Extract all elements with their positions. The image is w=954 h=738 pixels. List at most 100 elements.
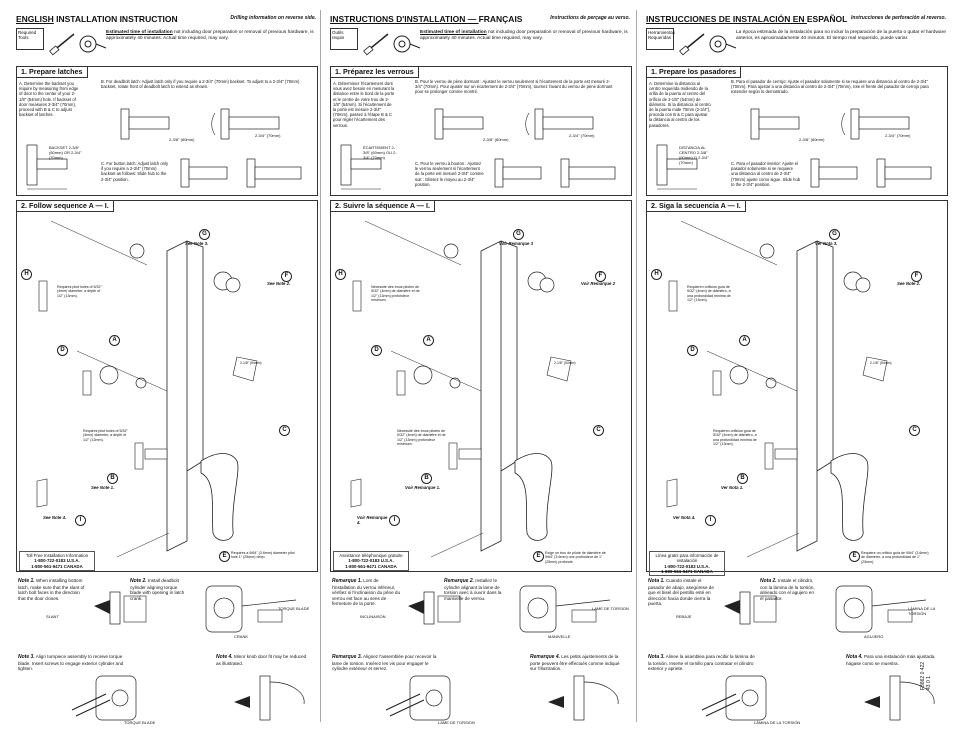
note-1: Note 1. When installing bottom latch, ma… — [18, 578, 85, 601]
see-note-2: See Note 2. — [267, 281, 291, 286]
callout-g: G — [829, 229, 840, 240]
drill-note-e: Exige un trou de pilote de diamètre de 9… — [545, 551, 606, 564]
title-rest: ESPAÑOL — [806, 14, 848, 24]
note-3: Nota 3. Alinee la asamblea para recibir … — [648, 654, 755, 672]
column-divider — [320, 10, 321, 722]
button-latch-diagram — [180, 158, 302, 188]
callout-g: G — [513, 229, 524, 240]
phone-usa: 1-800-722-0183 U.S.A. — [34, 558, 80, 564]
install-time-text: Estimated time of installation not inclu… — [420, 30, 628, 41]
callout-a: A — [109, 335, 120, 346]
callout-i: I — [389, 515, 400, 526]
see-note-2: Voir Remarque 2 — [581, 281, 615, 286]
pilot-hole-note-top: Requieren orificios guía de 5/32" (4mm) … — [687, 285, 731, 303]
phone-canada: 1-800-561-9471 CANADA — [31, 563, 83, 569]
note-2: Note 2. Install deadbolt cylinder aligni… — [130, 578, 185, 601]
required-tools-label: Herramientas Requeridas — [646, 28, 675, 50]
section-prepare-latches: 1. Préparez les verrous A. Déterminez l'… — [330, 66, 632, 196]
knob-fit-diagram — [234, 675, 305, 721]
section-prepare-latches: 1. Prepare los pasadores A. Determine la… — [646, 66, 948, 196]
crank-label: CRANK — [234, 634, 249, 639]
section-title: 1. Préparez les verrous — [331, 67, 419, 78]
step-a-text: A. Determine the backset you require by … — [19, 81, 79, 118]
title-lang: ENGLISH — [16, 14, 54, 24]
torque-blade-label-2: TORQUE BLADE — [124, 720, 156, 725]
callout-f: F — [281, 271, 292, 282]
callout-d: D — [57, 345, 68, 356]
section-follow-sequence: 2. Suivre la séquence A — I. — [330, 200, 632, 572]
section-title: 2. Siga la secuencia A — I. — [647, 201, 746, 212]
bore-dimension: 2-1/8" (54mm) — [240, 361, 262, 365]
section-title: 2. Suivre la séquence A — I. — [331, 201, 435, 212]
see-note-4: Voir Remarque 4. — [357, 515, 388, 525]
step-c-text: C. Pour le verrou à bouton : Ajustez le … — [415, 161, 484, 187]
column-divider — [636, 10, 637, 722]
slant-latch-diagram — [408, 591, 461, 625]
callout-e: E — [849, 551, 860, 562]
language-column: INSTRUCTIONS D'INSTALLATION — FRANÇAIS I… — [330, 8, 632, 730]
drill-note-e: Requires a 9/64" (3.6mm) diameter pilot … — [231, 551, 295, 560]
phone-canada: 1-800-561-9471 CANADA — [661, 568, 713, 574]
callout-b: B — [737, 473, 748, 484]
backset-diagram — [340, 144, 382, 190]
note-4: Note 4. Minor knob door fit may be reduc… — [216, 654, 307, 666]
see-note-3: Voir Remarque 3 — [499, 241, 533, 246]
callout-c: C — [593, 425, 604, 436]
section-prepare-latches: 1. Prepare latches A. Determine the back… — [16, 66, 318, 196]
install-time-text: La época estimada de la instalación para… — [736, 30, 946, 41]
section-title: 2. Follow sequence A — I. — [17, 201, 114, 212]
column-header: INSTRUCTIONS D'INSTALLATION — FRANÇAIS I… — [330, 14, 630, 24]
see-note-4: See Note 4. — [43, 515, 67, 520]
callout-c: C — [909, 425, 920, 436]
see-note-2: See Note 2. — [897, 281, 921, 286]
title-lang: INSTRUCCIONES DE INSTALACIÓN EN — [646, 14, 807, 24]
callout-d: D — [687, 345, 698, 356]
note-4: Nota 4. Para una instalación más ajustad… — [846, 654, 936, 666]
language-column: INSTRUCCIONES DE INSTALACIÓN EN ESPAÑOL … — [646, 8, 948, 730]
callout-a: A — [739, 335, 750, 346]
callout-h: H — [335, 269, 346, 280]
backset-label: BACKSET 2-3/8" (60mm) OR 2-3/4" (70mm) — [49, 145, 82, 160]
see-note-4: Ver Nota 4. — [673, 515, 696, 520]
step-a-text: A. Determine la distancia al centro requ… — [649, 81, 711, 128]
callout-i: I — [705, 515, 716, 526]
required-tools-panel: Required Tools Estimated time of install… — [16, 28, 316, 60]
required-tools-panel: Herramientas Requeridas La época estimad… — [646, 28, 946, 60]
section-title: 1. Prepare los pasadores — [647, 67, 742, 78]
bore-dimension: 2-1/8" (54mm) — [554, 361, 576, 365]
deadbolt-cylinder-diagram — [205, 585, 297, 633]
language-column: ENGLISH INSTALLATION INSTRUCTION Drillin… — [16, 8, 318, 730]
backset-diagram — [26, 144, 68, 190]
bore-dimension: 2-1/8" (54mm) — [870, 361, 892, 365]
dim-60mm: 2-3/8" (60mm) — [169, 137, 195, 142]
dim-70mm: 2-3/4" (70mm) — [885, 133, 911, 138]
phone-usa: 1-800-722-0183 U.S.A. — [348, 558, 394, 564]
torque-blade-label: LÁMINA DE LA TORSIÓN — [908, 606, 936, 616]
exploded-assembly-diagram — [350, 220, 572, 558]
step-a-text: A. Déterminez l'écartement dont vous ave… — [333, 81, 395, 128]
knob-fit-diagram — [864, 675, 935, 721]
callout-d: D — [371, 345, 382, 356]
slant-label: INCLINAISON — [360, 614, 386, 619]
callout-b: B — [107, 473, 118, 484]
callout-b: B — [421, 473, 432, 484]
turnpiece-diagram — [701, 675, 767, 721]
torque-blade-label-2: LAME DE TORSION — [438, 720, 475, 725]
section-notes: Remarque 1. Lors de l'installation du ve… — [330, 576, 630, 728]
drilling-note: Drilling information on reverse side. — [230, 15, 316, 21]
required-tools-label: Outils requis — [330, 28, 358, 50]
column-header: INSTRUCCIONES DE INSTALACIÓN EN ESPAÑOL … — [646, 14, 946, 24]
required-tools-label: Required Tools — [16, 28, 44, 50]
deadbolt-latch-diagram — [434, 108, 594, 140]
dim-60mm: 2-3/8" (60mm) — [483, 137, 509, 142]
section-notes: Note 1. When installing bottom latch, ma… — [16, 576, 316, 728]
pilot-hole-note-top: Requires pilot holes of 5/32" (4mm) diam… — [57, 285, 102, 298]
section-follow-sequence: 2. Follow sequence A — I. — [16, 200, 318, 572]
see-note-3: Ver Nota 3. — [815, 241, 838, 246]
title-rest: FRANÇAIS — [478, 14, 523, 24]
toll-free-label: Toll Free Installation Information — [25, 553, 89, 558]
callout-h: H — [21, 269, 32, 280]
see-note-1: Voir Remarque 1. — [405, 485, 441, 490]
toll-free-label: Assistance téléphonique gratuite — [339, 553, 403, 558]
drilling-note: Instrucciones de perforación al reverso. — [850, 15, 946, 21]
